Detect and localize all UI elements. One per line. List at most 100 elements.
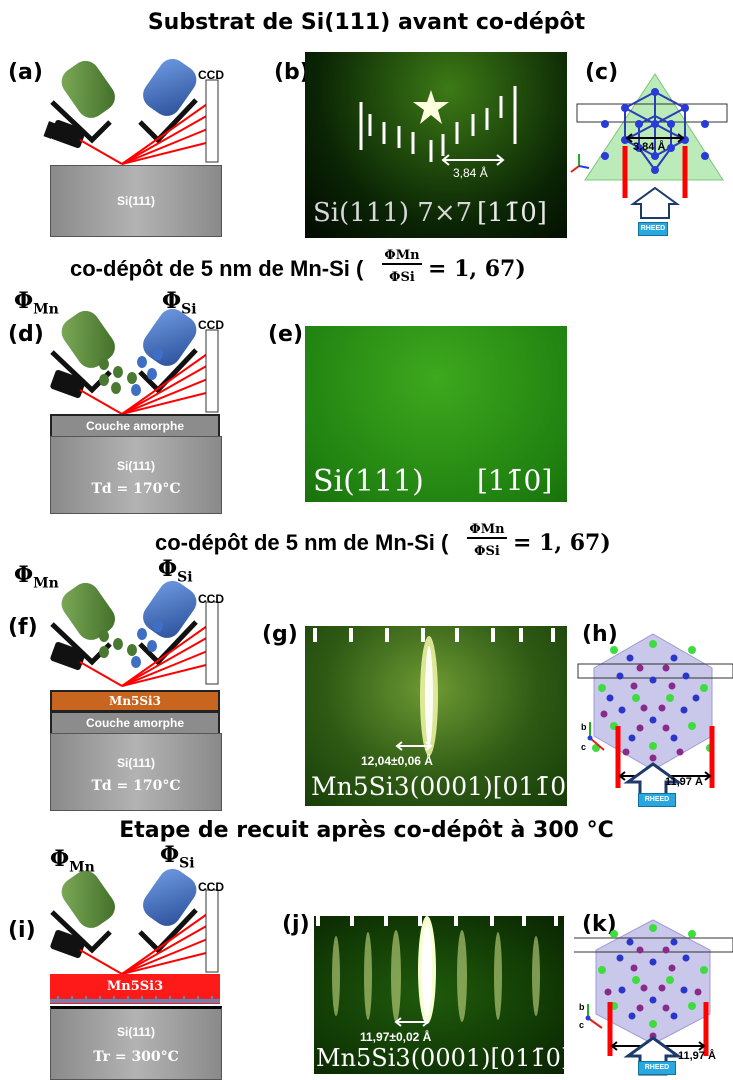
temperature-label: Td = 170°C (91, 778, 181, 794)
panel-label-c: (c) (585, 60, 619, 85)
flux-mn-label-f: ΦMn (14, 562, 59, 592)
panel-label-b: (b) (274, 60, 310, 85)
axis-c-label: c (581, 742, 587, 752)
ratio-numerator: ΦMn (382, 248, 422, 265)
si-effusion-cell (138, 58, 198, 144)
panel-k-structure (574, 919, 733, 1076)
axis-b-label: b (581, 722, 587, 732)
rheed-label-e: Si(111) (313, 464, 424, 499)
dim-label-h: 11,97 Å (665, 776, 703, 788)
panel-label-e: (e) (268, 322, 304, 347)
substrate-label: Si(111) (116, 756, 156, 770)
dim-label-c: 3,84 Å (633, 141, 666, 153)
ratio-value: = 1, 67) (428, 256, 526, 282)
ccd-label: CCD (198, 318, 224, 332)
ccd-label: CCD (198, 880, 224, 894)
axis-b-label: b (579, 1002, 585, 1012)
rheed-image-b: 3,84 Å Si(111) 7×7 [11̄0] (305, 52, 567, 238)
panel-f-diagram (50, 580, 219, 687)
rheed-direction-e: [11̄0] (477, 464, 553, 497)
mn-effusion-cell (50, 60, 115, 144)
panel-i-diagram (50, 868, 219, 975)
electron-gun-icon (50, 641, 86, 671)
atom-flux-particles (99, 348, 163, 396)
panel-label-d: (d) (8, 322, 44, 347)
temperature-label: Tr = 300°C (93, 1049, 179, 1065)
temperature-label: Td = 170°C (91, 481, 181, 497)
electron-gun-icon (43, 119, 86, 149)
projection-plane (574, 937, 733, 953)
title-annealing: Etape de recuit après co-dépôt à 300 °C (119, 818, 614, 843)
rheed-image-e: Si(111) [11̄0] (305, 326, 567, 502)
streak-markers (316, 916, 558, 926)
flux-si-label-d: ΦSi (162, 288, 197, 318)
ccd-label: CCD (198, 592, 224, 606)
substrate-label: Si(111) (116, 459, 156, 473)
ratio-value: = 1, 67) (513, 530, 611, 556)
rheed-streaks-j (316, 916, 558, 1027)
ccd-screen (205, 601, 219, 685)
title-codeposit-2-text: co-dépôt de 5 nm de Mn-Si ( (155, 530, 449, 555)
ratio-denominator: ΦSi (474, 544, 500, 559)
dim-label-k: 11,97 Å (678, 1050, 716, 1062)
rheed-direction-bars (622, 146, 688, 198)
axis-triad (587, 722, 605, 751)
title-codeposit-2: co-dépôt de 5 nm de Mn-Si ( ΦMn ΦSi = 1,… (155, 522, 675, 566)
rheed-beams (79, 351, 211, 415)
substrate-si111: Si(111) Td = 170°C (50, 436, 222, 514)
rheed-label-j: Mn5Si3(0001)[011̄0] (316, 1044, 571, 1072)
substrate-label: Si(111) (116, 1025, 156, 1039)
panel-label-f: (f) (8, 615, 38, 640)
rheed-direction-b: [11̄0] (477, 198, 547, 228)
panel-label-i: (i) (8, 918, 36, 943)
substrate-si111: Si(111) Tr = 300°C (50, 1006, 222, 1080)
rheed-measure-arrow (394, 1017, 430, 1027)
rheed-measure-arrow (395, 741, 433, 751)
flux-si-label-f: ΦSi (158, 556, 193, 586)
ratio-numerator: ΦMn (467, 522, 507, 539)
dimension-arrow (625, 133, 685, 143)
rheed-label-b: Si(111) 7×7 (313, 198, 473, 228)
si-effusion-cell (138, 868, 198, 954)
si-effusion-cell (138, 308, 198, 394)
title-substrate: Substrat de Si(111) avant co-dépôt (147, 10, 586, 35)
rheed-direction-bars (607, 1002, 709, 1056)
panel-c-structure (570, 73, 728, 219)
axis-triad (570, 154, 590, 173)
substrate-si111: Si(111) (50, 165, 222, 237)
amorphous-layer: Couche amorphe (50, 414, 220, 438)
panel-label-a: (a) (8, 60, 43, 85)
rheed-button-k: RHEED (638, 1061, 676, 1075)
panel-h-structure (577, 633, 733, 802)
mn1-atoms (606, 654, 700, 742)
axis-c-label: c (579, 1020, 585, 1030)
mn1-atoms (616, 938, 690, 1020)
axis-triad (585, 1004, 603, 1029)
mn-effusion-cell (50, 870, 115, 954)
rheed-image-j: 11,97±0,02 Å Mn5Si3(0001)[011̄0] (314, 916, 570, 1074)
si-atoms (601, 88, 709, 174)
ratio-denominator: ΦSi (389, 270, 415, 285)
rheed-beams (79, 623, 211, 687)
panel-label-g: (g) (262, 622, 298, 647)
ccd-screen (205, 889, 219, 973)
rheed-label-g: Mn5Si3(0001)[011̄0] (311, 772, 576, 801)
ccd-label: CCD (198, 68, 224, 82)
incidence-arrow-icon (629, 186, 681, 219)
panel-label-j: (j) (282, 912, 310, 937)
rheed-beams (79, 101, 211, 165)
amorphous-layer: Couche amorphe (50, 711, 220, 735)
rheed-measure-b: 3,84 Å (453, 166, 488, 180)
atom-flux-particles (99, 620, 163, 668)
panel-label-h: (h) (582, 622, 618, 647)
rheed-measure-g: 12,04±0,06 Å (361, 754, 433, 768)
flux-si-label-i: ΦSi (160, 842, 195, 872)
title-codeposit-1: co-dépôt de 5 nm de Mn-Si ( ΦMn ΦSi = 1,… (70, 248, 670, 292)
flux-mn-label-d: ΦMn (14, 288, 59, 318)
rheed-measure-arrow (441, 154, 505, 166)
rheed-image-g: 12,04±0,06 Å Mn5Si3(0001)[011̄0] (305, 626, 576, 806)
panel-d-diagram (50, 308, 219, 415)
rheed-beams (79, 911, 211, 975)
substrate-si111: Si(111) Td = 170°C (50, 733, 222, 811)
ccd-screen (205, 79, 219, 163)
